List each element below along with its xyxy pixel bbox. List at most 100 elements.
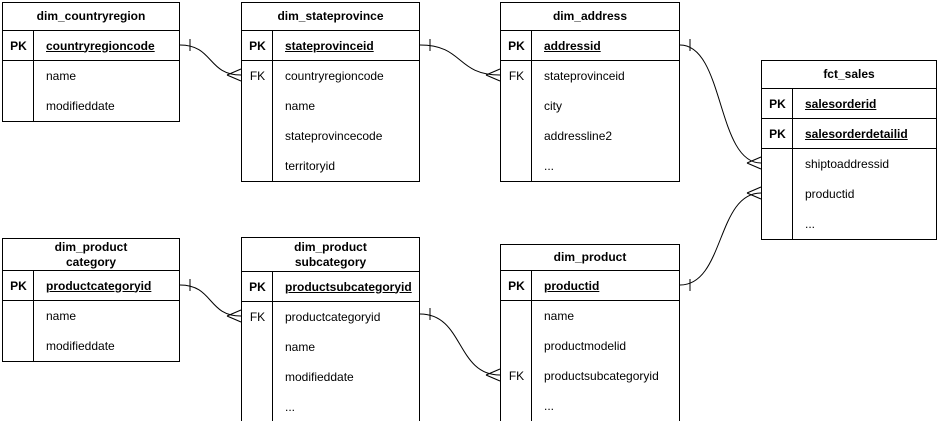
field-row-ellipsis[interactable]: ... [501, 391, 679, 421]
cardinality-many-crowsfoot [226, 309, 242, 323]
key-column-divider [33, 271, 34, 361]
field-name: countryregioncode [46, 38, 155, 53]
key-label: FK [249, 69, 266, 83]
cardinality-many-crowsfoot [746, 186, 762, 200]
field-name: productcategoryid [285, 310, 381, 324]
field-name: stateprovincecode [285, 129, 383, 143]
field-row-ellipsis[interactable]: ... [501, 151, 679, 181]
field-row-productcategoryid[interactable]: FK productcategoryid [242, 302, 419, 332]
field-row-ellipsis[interactable]: ... [242, 392, 419, 421]
relation-line[interactable] [419, 313, 501, 376]
relation-line[interactable] [679, 192, 762, 286]
field-row-salesorderid[interactable]: PK salesorderid [762, 89, 936, 119]
field-name: salesorderid [805, 96, 877, 111]
key-label: PK [769, 126, 786, 141]
field-name: city [544, 99, 562, 113]
field-name: name [285, 340, 316, 354]
field-name: ... [285, 400, 296, 414]
relation-address-to-sales[interactable] [679, 39, 762, 170]
field-row-productcategoryid[interactable]: PK productcategoryid [3, 271, 179, 301]
field-name: productsubcategoryid [544, 369, 659, 383]
field-row-name[interactable]: name [242, 91, 419, 121]
relation-category-to-subcategory[interactable] [179, 279, 242, 323]
field-row-modifieddate[interactable]: modifieddate [242, 362, 419, 392]
key-column-divider [531, 271, 532, 421]
field-name: modifieddate [285, 370, 354, 384]
entity-rows: PK countryregioncode name modifieddate [3, 31, 179, 121]
relation-stateprovince-to-address[interactable] [419, 39, 501, 82]
key-label: FK [508, 69, 525, 83]
field-name: countryregioncode [285, 69, 384, 83]
field-row-shiptoaddressid[interactable]: shiptoaddressid [762, 149, 936, 179]
field-name: productcategoryid [46, 278, 152, 293]
key-label: PK [10, 38, 27, 53]
key-column-divider [272, 31, 273, 181]
field-name: addressline2 [544, 129, 613, 143]
entity-title: fct_sales [762, 61, 936, 89]
field-row-productid[interactable]: productid [762, 179, 936, 209]
field-row-addressline2[interactable]: addressline2 [501, 121, 679, 151]
key-column-divider [531, 31, 532, 181]
field-name: salesorderdetailid [805, 126, 908, 141]
field-name: name [285, 99, 316, 113]
key-label: FK [249, 310, 266, 324]
field-row-modifieddate[interactable]: modifieddate [3, 331, 179, 361]
field-row-stateprovinceid[interactable]: FK stateprovinceid [501, 61, 679, 91]
field-name: modifieddate [46, 339, 115, 353]
field-row-productmodelid[interactable]: productmodelid [501, 331, 679, 361]
relation-line[interactable] [179, 284, 242, 317]
field-row-stateprovincecode[interactable]: stateprovincecode [242, 121, 419, 151]
field-name: name [46, 69, 77, 83]
field-row-name[interactable]: name [3, 61, 179, 91]
entity-title: dim_address [501, 3, 679, 31]
field-name: name [544, 309, 575, 323]
field-name: ... [544, 159, 555, 173]
field-row-salesorderdetailid[interactable]: PK salesorderdetailid [762, 119, 936, 149]
field-row-countryregioncode[interactable]: FK countryregioncode [242, 61, 419, 91]
field-row-name[interactable]: name [3, 301, 179, 331]
field-row-modifieddate[interactable]: modifieddate [3, 91, 179, 121]
relation-line[interactable] [179, 44, 242, 76]
cardinality-many-crowsfoot [485, 68, 501, 82]
field-row-name[interactable]: name [501, 301, 679, 331]
field-row-territoryid[interactable]: territoryid [242, 151, 419, 181]
key-label: PK [10, 278, 27, 293]
key-label: PK [508, 38, 525, 53]
field-name: productid [805, 187, 855, 201]
relation-line[interactable] [419, 44, 501, 76]
field-row-ellipsis[interactable]: ... [762, 209, 936, 239]
key-label: PK [769, 96, 786, 111]
key-label: PK [249, 38, 266, 53]
cardinality-many-crowsfoot [226, 68, 242, 82]
field-name: productsubcategoryid [285, 279, 412, 294]
relation-line[interactable] [679, 44, 762, 164]
field-row-city[interactable]: city [501, 91, 679, 121]
field-row-name[interactable]: name [242, 332, 419, 362]
entity-title: dim_product subcategory [242, 238, 419, 272]
field-name: stateprovinceid [544, 69, 625, 83]
entity-title: dim_product category [3, 239, 179, 271]
relation-product-to-sales[interactable] [679, 186, 762, 291]
field-name: name [46, 309, 77, 323]
relation-subcategory-to-product[interactable] [419, 308, 501, 382]
cardinality-many-crowsfoot [485, 368, 501, 382]
field-name: productmodelid [544, 339, 627, 353]
field-row-countryregioncode[interactable]: PK countryregioncode [3, 31, 179, 61]
relation-countryregion-to-stateprovince[interactable] [179, 39, 242, 82]
